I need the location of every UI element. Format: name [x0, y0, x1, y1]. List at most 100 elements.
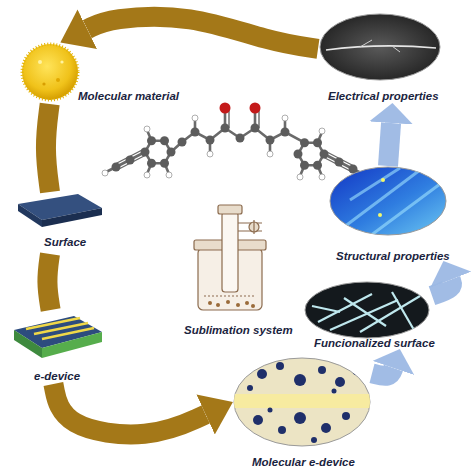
- speckle: [278, 426, 286, 434]
- finger-cap: [218, 205, 242, 214]
- image-node: Surface: [14, 192, 104, 254]
- node-label: e-device: [34, 370, 80, 383]
- powder-grain: [38, 60, 42, 64]
- functionalized-image: [305, 282, 429, 338]
- carbon-atom: [281, 128, 290, 137]
- carbon-atom: [160, 159, 169, 168]
- speckle: [276, 362, 284, 370]
- powder-grain: [236, 303, 240, 307]
- node-label: Electrical properties: [328, 90, 439, 103]
- slab-front: [42, 208, 102, 227]
- image-node: Molecular e-device: [232, 356, 372, 472]
- tap-handle: [253, 220, 254, 234]
- speckle: [294, 374, 306, 386]
- micrograph-dark: [320, 14, 440, 80]
- needle: [392, 292, 414, 330]
- hydrogen-atom: [102, 170, 108, 176]
- speckle: [268, 408, 273, 413]
- node-label: Molecular e-device: [252, 456, 355, 469]
- hydrogen-atom: [297, 174, 303, 180]
- carbon-atom: [251, 124, 260, 133]
- powder-grain: [60, 60, 63, 63]
- carbon-atom: [160, 136, 169, 145]
- needle: [312, 306, 340, 312]
- hydrogen-atom: [319, 128, 325, 134]
- powder-grain: [251, 304, 255, 308]
- node-label: Molecular material: [78, 90, 179, 103]
- carbon-atom: [191, 128, 200, 137]
- electrode-stripes: [26, 318, 94, 339]
- crystal-speckles: [247, 362, 359, 443]
- carbon-atom: [266, 136, 275, 145]
- reflection-spot: [381, 178, 385, 182]
- speckle: [247, 385, 253, 391]
- surface-slab: [18, 194, 102, 227]
- node-label: Surface: [44, 236, 86, 249]
- carbon-atom: [147, 136, 156, 145]
- powder-grain: [226, 300, 230, 304]
- powder-grain: [216, 303, 220, 307]
- carbon-atom: [236, 134, 245, 143]
- streak: [350, 168, 400, 200]
- diffraction-pattern: [330, 167, 446, 235]
- hydrogen-atom: [282, 115, 288, 121]
- image-node: e-device: [12, 310, 104, 384]
- powder-grain: [245, 301, 249, 305]
- device-texture: [230, 362, 376, 443]
- multiple-bond-lines: [115, 110, 354, 172]
- node-label: Sublimation system: [184, 324, 293, 337]
- speckle: [253, 415, 263, 425]
- speckle: [321, 423, 331, 433]
- structural-image: [330, 167, 446, 236]
- carbon-atom: [147, 159, 156, 168]
- speckle: [257, 369, 267, 379]
- carbon-atom: [167, 148, 176, 157]
- wire-trace: [326, 46, 436, 50]
- powder-grain: [42, 82, 45, 85]
- process-band: [47, 254, 50, 310]
- sublimation-apparatus: [194, 205, 266, 310]
- hydrogen-atom: [267, 151, 273, 157]
- streak: [370, 184, 440, 236]
- electrical-image: [320, 14, 440, 80]
- feedback-arrow: [372, 368, 393, 376]
- hydrogen-atom: [166, 172, 172, 178]
- powder-pile: [22, 44, 78, 100]
- hydrogen-atom: [144, 172, 150, 178]
- process-band: [53, 384, 205, 434]
- micrograph-dark: [305, 282, 429, 338]
- molecule-illustration: [102, 103, 367, 181]
- image-node: Molecular material: [20, 42, 185, 104]
- image-node: Structural properties: [326, 166, 450, 262]
- reflection-spot: [378, 213, 382, 217]
- speckle: [332, 389, 337, 394]
- carbon-atom: [206, 136, 215, 145]
- image-node: Funcionalized surface: [302, 282, 432, 350]
- powder-edge: [22, 44, 78, 100]
- carbon-atom: [300, 138, 309, 147]
- process-band: [87, 17, 318, 49]
- feedback-arrow: [432, 280, 452, 296]
- carbon-atom: [112, 163, 121, 172]
- carbon-atom: [294, 150, 303, 159]
- carbon-atom: [141, 148, 150, 157]
- feedback-arrow: [388, 123, 391, 166]
- electrode-gap: [230, 394, 376, 408]
- carbon-atom: [335, 158, 344, 167]
- molecular-device-image: [230, 358, 376, 446]
- hydrogen-atom: [192, 115, 198, 121]
- carbon-atom: [313, 161, 322, 170]
- carbon-atom: [320, 150, 329, 159]
- e-device-slab: [14, 316, 102, 358]
- carbon-atom: [221, 124, 230, 133]
- jar-level: [204, 295, 256, 296]
- bond-lines: [106, 110, 363, 176]
- hydrogen-atoms: [102, 115, 367, 180]
- speckle: [318, 366, 326, 374]
- slab-side: [18, 204, 42, 227]
- speckle: [353, 369, 359, 375]
- diffraction-streaks: [340, 168, 440, 236]
- wire-detail: [360, 40, 400, 52]
